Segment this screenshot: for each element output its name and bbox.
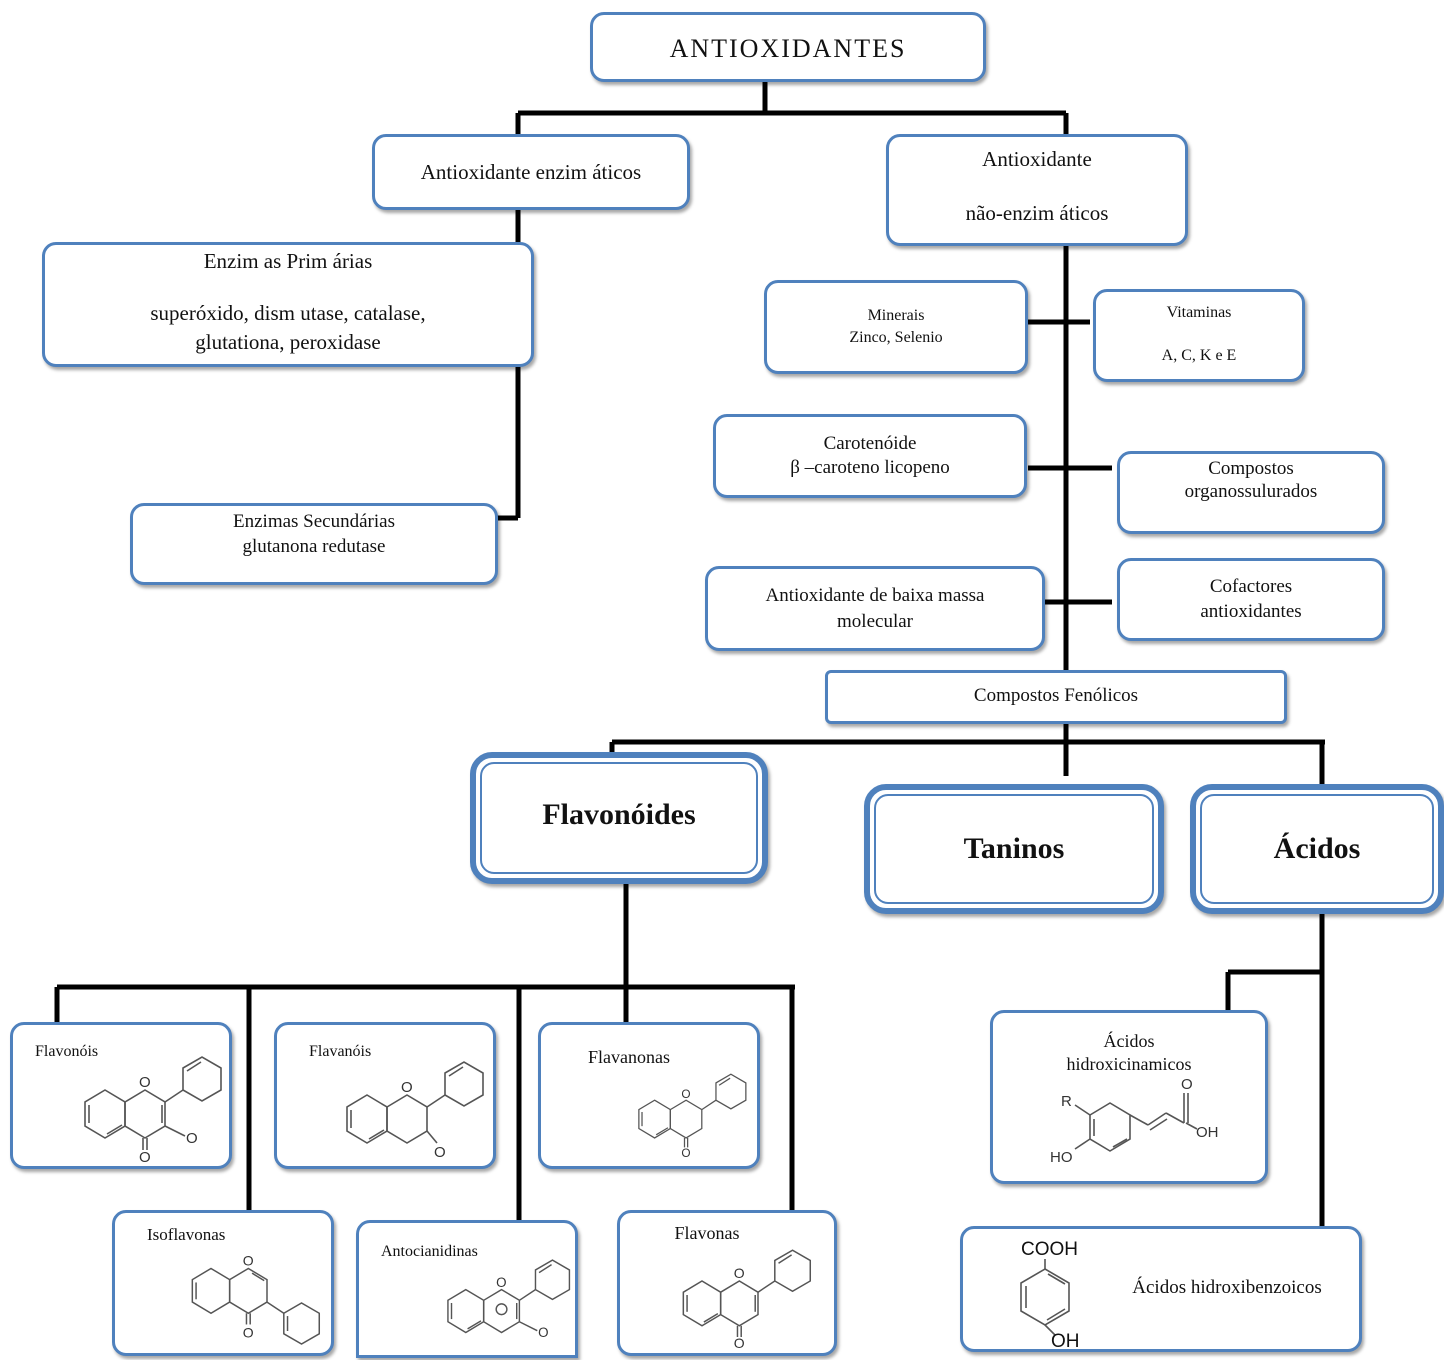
flavanols-label: Flavanóis — [309, 1043, 372, 1060]
svg-text:OH: OH — [1196, 1124, 1219, 1141]
isoflavones-box: Isoflavonas O O — [112, 1210, 334, 1356]
anthocyanidin-structure-icon: O O — [439, 1253, 573, 1353]
non-enzymatic-title-line1: Antioxidante — [982, 147, 1092, 171]
secondary-enzymes-line: glutanona redutase — [242, 536, 386, 557]
secondary-enzymes-box: Enzimas Secundárias glutanona redutase — [130, 503, 498, 585]
svg-text:O: O — [734, 1265, 745, 1281]
acids-title: Ácidos — [1200, 794, 1434, 904]
hydroxycinnamic-line2: hidroxicinamicos — [1066, 1054, 1192, 1074]
hydroxycinnamic-structure-icon: R HO O OH — [1045, 1076, 1219, 1179]
svg-text:HO: HO — [1050, 1149, 1073, 1166]
tannins-title: Taninos — [874, 794, 1154, 904]
flavones-box: Flavonas O O — [617, 1210, 837, 1356]
minerals-box: Minerais Zinco, Selenio — [764, 280, 1028, 374]
svg-text:OH: OH — [1051, 1331, 1080, 1352]
root-box: ANTIOXIDANTES — [590, 12, 986, 82]
primary-enzymes-title: Enzim as Prim árias — [203, 249, 373, 273]
root-title: ANTIOXIDANTES — [669, 34, 907, 63]
svg-text:O: O — [434, 1144, 446, 1161]
anthocyanidins-label: Antocianidinas — [381, 1243, 478, 1260]
vitamins-items: A, C, K e E — [1161, 347, 1237, 364]
svg-text:O: O — [139, 1149, 151, 1166]
flavonol-structure-icon: O O O — [75, 1050, 225, 1166]
low-mass-line1: Antioxidante de baixa massa — [765, 585, 985, 606]
svg-text:R: R — [1061, 1093, 1072, 1110]
flavonols-box: Flavonóis O O O — [10, 1022, 232, 1169]
svg-text:O: O — [1181, 1076, 1193, 1093]
low-mass-line2: molecular — [837, 611, 913, 632]
svg-text:O: O — [186, 1130, 198, 1147]
flavones-label: Flavonas — [674, 1223, 740, 1243]
minerals-title: Minerais — [867, 307, 925, 324]
svg-text:O: O — [243, 1253, 254, 1269]
isoflavone-structure-icon: O O — [183, 1251, 323, 1355]
hydroxycinnamic-line1: Ácidos — [1103, 1031, 1155, 1051]
vitamins-title: Vitaminas — [1166, 304, 1232, 321]
tannins-box: Taninos — [864, 784, 1164, 914]
svg-text:O: O — [401, 1079, 413, 1096]
flavanols-box: Flavanóis O O — [274, 1022, 496, 1169]
svg-text:O: O — [496, 1275, 506, 1290]
svg-text:O: O — [734, 1335, 745, 1351]
minerals-items: Zinco, Selenio — [849, 329, 943, 346]
flavanol-structure-icon: O O — [337, 1055, 487, 1165]
hydroxybenzoic-structure-icon: COOH OH — [981, 1235, 1121, 1352]
cofactors-line1: Cofactores — [1209, 576, 1293, 597]
flavanones-label: Flavanonas — [588, 1047, 670, 1067]
flavanone-structure-icon: O O — [631, 1067, 749, 1160]
low-mass-box: Antioxidante de baixa massa molecular — [705, 566, 1045, 651]
primary-enzymes-line1: superóxido, dism utase, catalase, — [150, 301, 426, 325]
svg-text:O: O — [538, 1325, 548, 1340]
isoflavones-label: Isoflavonas — [147, 1225, 226, 1244]
primary-enzymes-box: Enzim as Prim árias superóxido, dism uta… — [42, 242, 534, 367]
hydroxybenzoic-label: Ácidos hidroxibenzoicos — [1132, 1277, 1322, 1298]
hydroxycinnamic-box: Ácidos hidroxicinamicos R HO O OH — [990, 1010, 1268, 1184]
flavonoids-box: Flavonóides — [470, 752, 768, 884]
anthocyanidins-box: Antocianidinas O O — [356, 1220, 578, 1358]
flavonoids-title: Flavonóides — [480, 762, 758, 874]
svg-text:COOH: COOH — [1021, 1239, 1078, 1260]
hydroxybenzoic-box: Ácidos hidroxibenzoicos COOH OH — [960, 1226, 1362, 1352]
phenolic-title: Compostos Fenólicos — [973, 685, 1139, 706]
cofactors-line2: antioxidantes — [1200, 601, 1302, 622]
carotenoid-box: Carotenóide β –caroteno licopeno — [713, 414, 1027, 498]
acids-box: Ácidos — [1190, 784, 1444, 914]
primary-enzymes-line2: glutationa, peroxidase — [195, 330, 381, 354]
svg-text:O: O — [681, 1087, 690, 1101]
flavanones-box: Flavanonas O O — [538, 1022, 760, 1169]
enzymatic-box: Antioxidante enzim áticos — [372, 134, 690, 210]
organosulfur-line1: Compostos — [1208, 458, 1294, 479]
carotenoid-title: Carotenóide — [823, 433, 917, 454]
svg-text:O: O — [681, 1146, 690, 1160]
vitamins-box: Vitaminas A, C, K e E — [1093, 289, 1305, 382]
flavonols-label: Flavonóis — [35, 1043, 99, 1060]
secondary-enzymes-title: Enzimas Secundárias — [233, 511, 395, 532]
flavone-structure-icon: O O — [674, 1243, 814, 1351]
phenolic-box: Compostos Fenólicos — [825, 670, 1287, 724]
carotenoid-items: β –caroteno licopeno — [790, 457, 950, 478]
organosulfur-line2: organossulurados — [1184, 481, 1318, 502]
cofactors-box: Cofactores antioxidantes — [1117, 558, 1385, 641]
svg-text:O: O — [139, 1074, 151, 1091]
organosulfur-box: Compostos organossulurados — [1117, 451, 1385, 534]
enzymatic-title: Antioxidante enzim áticos — [420, 160, 642, 184]
svg-text:O: O — [243, 1325, 254, 1341]
non-enzymatic-box: Antioxidante não-enzim áticos — [886, 134, 1188, 246]
non-enzymatic-title-line2: não-enzim áticos — [965, 201, 1109, 225]
